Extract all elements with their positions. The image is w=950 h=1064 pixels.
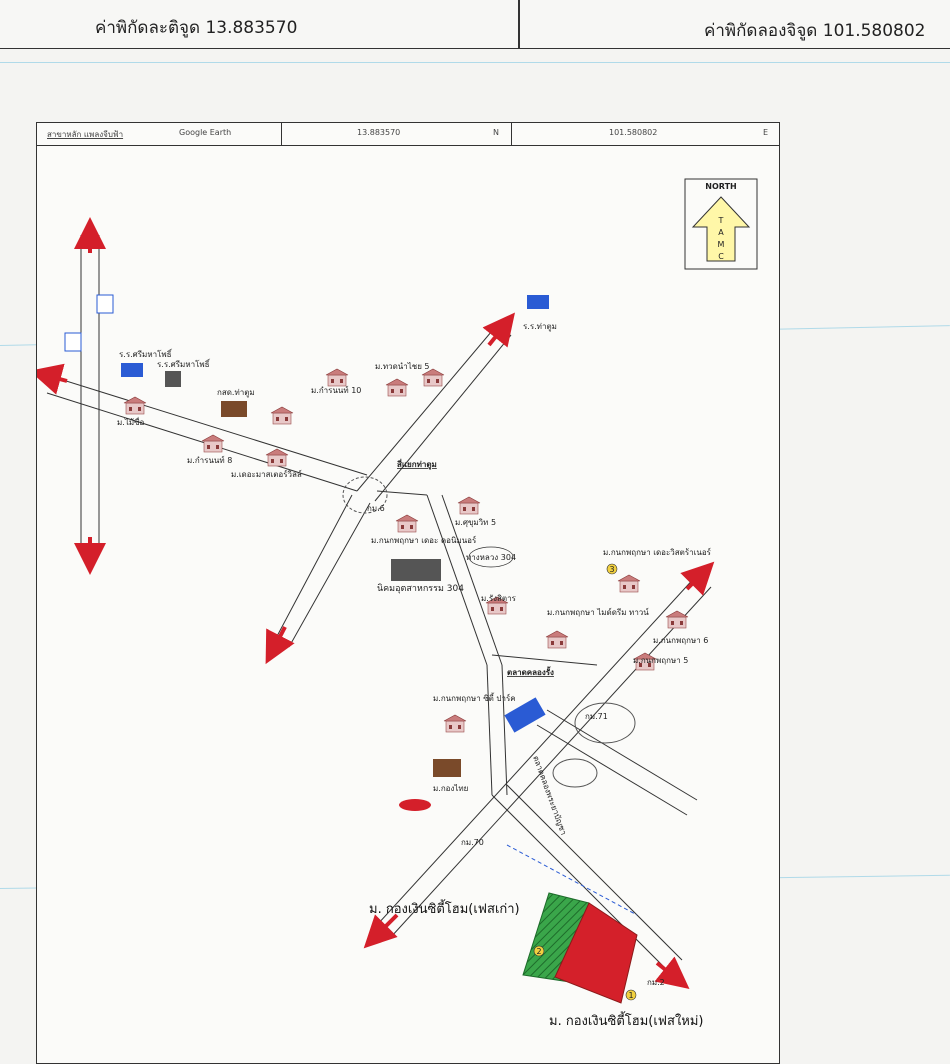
road-vertical-left [74, 217, 106, 575]
car-icon [399, 799, 431, 811]
ptt-station-icon [64, 332, 82, 352]
label-km70: กม.70 [461, 838, 484, 847]
bar-separator [281, 123, 282, 145]
label-km6: กม.6 [367, 504, 385, 513]
factory-icon [391, 559, 441, 581]
label-junction: สี่แยกท่าตูม [397, 458, 437, 470]
north-letter: C [718, 252, 724, 261]
header-divider [518, 0, 520, 48]
label-project-new: ม. กองเงินซิตี้โฮม(เฟสใหม่) [549, 1011, 704, 1029]
label-route-304: ทางหลวง 304 [466, 553, 516, 562]
label-ptt-station: ร.ร.ศรีมหาโพธิ์ [119, 348, 173, 359]
label-village-kamonnut: ม.กำรนนท์ 8 [187, 455, 232, 465]
route-map: NORTH T A M C [37, 178, 758, 1029]
road-bottom-right [491, 784, 690, 989]
latitude-label: ค่าพิกัดละติจูด 13.883570 [95, 18, 298, 38]
marker-1: 1 [628, 991, 633, 1000]
sheet-source: Google Earth [179, 128, 232, 137]
label-village-kanokphat: ม.กนกพฤกษา เดอะ คอนิมนอร์ [371, 535, 477, 545]
north-letter: A [718, 228, 724, 237]
label-project-old: ม. กองเงินซิตี้โฮม(เฟสเก่า) [369, 899, 520, 917]
sheet-lat: 13.883570 [357, 128, 401, 137]
marker-2: 2 [536, 947, 541, 956]
label-km71: กม.71 [585, 712, 608, 721]
label-village-mai-sue: ม.ไม้ซื่อ [117, 416, 145, 427]
north-letter: M [718, 240, 725, 249]
sheet-lng-dir: E [763, 128, 769, 137]
label-market-klong: ตลาดคลองพระยาบัญชา [531, 755, 568, 837]
label-village-the-sea: ม.เดอะมาสเตอร์วิลล์ [231, 469, 302, 479]
sheet-location: สาขาหลัก แพลงจีบฟ้า [47, 130, 124, 139]
project-markers: 3 2 1 [533, 563, 637, 1001]
road-diagonal-bottom [363, 561, 715, 949]
map-labels: ร.ร.ศรีมหาโพธิ์ ร.ร.ศรีมหาโพธิ์ ร.ร.ท่าต… [117, 322, 712, 1029]
label-school-tha-toom: ร.ร.ท่าตูม [523, 322, 557, 332]
sheet-lat-dir: N [493, 128, 499, 137]
sheet-info-bar: สาขาหลัก แพลงจีบฟ้า Google Earth 13.8835… [37, 123, 779, 146]
label-village-thanachai: ม.ทวดนำไชย 5 [375, 362, 430, 371]
label-industrial-estate: นิคมอุตสาหกรรม 304 [377, 583, 464, 594]
label-km2: กม.2 [647, 978, 665, 987]
hospital-icon [165, 371, 181, 387]
north-title: NORTH [705, 182, 736, 191]
label-kanok-mydream: ม.กนกพฤกษา ไมด์ดรีม ทาวน์ [547, 607, 649, 617]
market-building-icon [504, 697, 546, 733]
ptt-station-icon [96, 294, 114, 314]
sheet-lng: 101.580802 [609, 128, 658, 137]
label-school: ร.ร.ศรีมหาโพธิ์ [157, 358, 211, 369]
label-village-rangsit: ม.รังสิตาร [481, 594, 517, 603]
north-letter: T [718, 216, 724, 225]
map-sheet: สาขาหลัก แพลงจีบฟ้า Google Earth 13.8835… [36, 122, 780, 1064]
school-flag-icon [527, 295, 549, 309]
label-kanok-the-vista: ม.กนกพฤกษา เดอะวิสตร้าเนอร์ [603, 547, 712, 557]
label-market-kaeng: ตลาดคลองรั้ง [507, 666, 554, 677]
landmark-icons [64, 294, 549, 811]
road-northeast [356, 312, 515, 502]
road-main-diagonal [37, 363, 368, 492]
label-kasikorn: กสด.ท่าตูม [217, 388, 255, 398]
bar-separator [511, 123, 512, 145]
project-plots [522, 892, 638, 1004]
scan-line [0, 62, 950, 63]
marker-3: 3 [609, 565, 614, 574]
government-office-icon [221, 401, 247, 417]
school-flag-icon [121, 363, 143, 377]
north-arrow: NORTH T A M C [684, 178, 758, 270]
road-southwest [265, 494, 371, 665]
house-building-icon [433, 759, 461, 777]
label-village-kamonnut10: ม.กำรนนท์ 10 [311, 385, 361, 395]
coordinate-header: ค่าพิกัดละติจูด 13.883570 ค่าพิกัดลองจิจ… [0, 0, 950, 49]
label-kanok5: ม.กนกพฤกษา 5 [633, 656, 688, 665]
label-kanok6: ม.กนกพฤกษา 6 [653, 636, 708, 645]
label-kong-thai: ม.กองไทย [433, 784, 468, 793]
road-304 [342, 476, 508, 796]
label-kanok-city: ม.กนกพฤกษา ซิตี้ ปาร์ค [433, 692, 516, 703]
longitude-label: ค่าพิกัดลองจิจูด 101.580802 [704, 21, 926, 41]
label-village-sukhumvit: ม.ศุขุมวิท 5 [455, 518, 496, 527]
road-market [491, 654, 698, 816]
